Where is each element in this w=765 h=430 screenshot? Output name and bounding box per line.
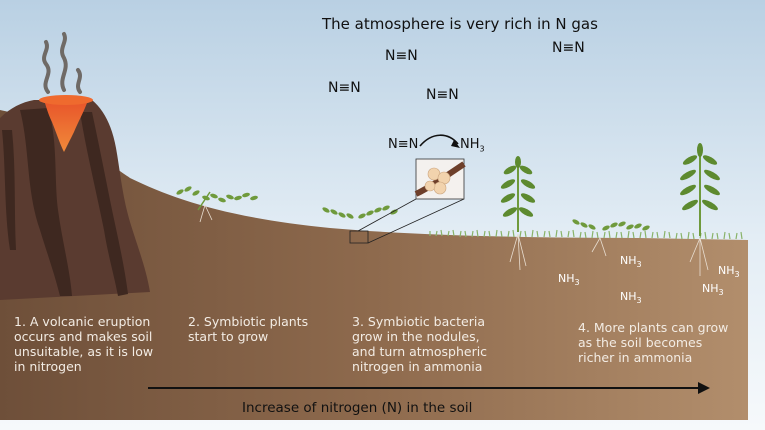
nodule-marker <box>349 230 369 244</box>
ammonia-label: NH3 <box>620 254 642 270</box>
n2-molecule: N≡N <box>426 87 459 103</box>
grass-strip <box>429 229 743 240</box>
plant-stage-4-right <box>680 143 720 276</box>
volcano <box>0 95 150 300</box>
n2-molecule: N≡N <box>385 48 418 64</box>
nodule-inset <box>414 158 466 200</box>
progress-arrow <box>148 382 710 394</box>
atmosphere-heading: The atmosphere is very rich in N gas <box>322 15 598 33</box>
ammonia-label: NH3 <box>702 282 724 298</box>
ammonia-label: NH3 <box>620 290 642 306</box>
ammonia-label: NH3 <box>718 264 740 280</box>
stage-2-caption: 2. Symbiotic plants start to grow <box>188 314 309 344</box>
smoke-wisps <box>42 32 82 94</box>
n2-molecule: N≡N <box>328 80 361 96</box>
n2-molecule: N≡N <box>552 40 585 56</box>
reaction-reactant: N≡N <box>388 137 419 152</box>
stage-4-caption: 4. More plants can grow as the soil beco… <box>578 320 729 365</box>
seedling-group-stage-3 <box>322 198 465 244</box>
progress-axis-label: Increase of nitrogen (N) in the soil <box>242 400 473 416</box>
lava-flow <box>44 100 88 152</box>
ammonia-label: NH3 <box>558 272 580 288</box>
soil-ground <box>0 110 748 420</box>
reaction-arrow <box>419 134 459 147</box>
reaction-product: NH3 <box>460 137 485 154</box>
plant-stage-4-left <box>500 156 536 271</box>
stage-1-caption: 1. A volcanic eruption occurs and makes … <box>14 314 154 374</box>
seedling-group-stage-4 <box>572 219 650 257</box>
stage-3-caption: 3. Symbiotic bacteria grow in the nodule… <box>352 314 488 374</box>
seedling-group-stage-2 <box>176 186 258 223</box>
